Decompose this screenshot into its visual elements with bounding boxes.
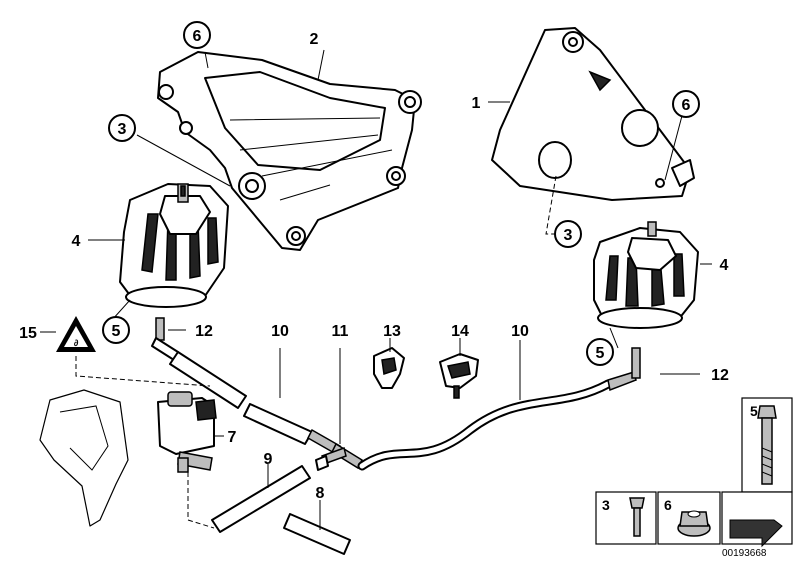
label-13: 13 (383, 323, 401, 340)
image-code: 00193668 (722, 548, 767, 559)
warning-triangle-15: ∂ (56, 316, 96, 352)
label-9: 9 (264, 451, 273, 468)
hose-9 (211, 465, 311, 533)
callout-6b: 6 (682, 97, 691, 114)
clip-14 (439, 353, 479, 399)
callout-6-circle (183, 21, 211, 49)
arrow-icon (729, 519, 783, 548)
hose-10-right (357, 379, 613, 471)
callout-6a: 6 (193, 28, 202, 45)
legend-nut-label: 6 (664, 497, 672, 513)
callout-5a: 5 (112, 323, 121, 340)
solenoid-valve-7 (157, 391, 217, 473)
connector-12-left (151, 317, 179, 361)
callout-3-circle (108, 114, 136, 142)
t-connector-11 (307, 428, 363, 471)
callout-5-circle (102, 316, 130, 344)
legend-bolt-box: 5 (741, 397, 793, 493)
callout-5-circle-right (586, 338, 614, 366)
label-2: 2 (310, 31, 319, 48)
connector-12-right (607, 347, 641, 392)
label-15: 15 (19, 325, 37, 342)
label-10-left: 10 (271, 323, 289, 340)
hose-10-left (169, 351, 313, 445)
triangular-bracket (491, 27, 695, 201)
leader-lines (40, 49, 712, 530)
clip-13 (373, 347, 405, 389)
label-12-right: 12 (711, 367, 729, 384)
heat-shield (39, 389, 129, 527)
label-10-right: 10 (511, 323, 529, 340)
callout-3-circle-right (554, 220, 582, 248)
label-4-right: 4 (720, 257, 729, 274)
legend-nut-box: 6 (657, 491, 721, 545)
engine-carrier-bracket (157, 51, 422, 251)
callout-3b: 3 (564, 227, 573, 244)
legend-bolt-label: 5 (750, 403, 758, 419)
legend-screw-label: 3 (602, 497, 610, 513)
label-1: 1 (472, 95, 481, 112)
warning-glyph: ∂ (74, 338, 79, 348)
legend-arrow-box (721, 491, 793, 548)
screw-icon (629, 497, 645, 537)
label-8: 8 (316, 485, 325, 502)
hose-8 (283, 513, 351, 555)
callout-5b: 5 (596, 345, 605, 362)
label-11: 11 (332, 323, 349, 340)
label-14: 14 (451, 323, 469, 340)
flange-nut-icon (677, 510, 711, 537)
engine-mount-left (119, 183, 229, 308)
engine-mount-right (593, 221, 699, 329)
legend-screw-box: 3 (595, 491, 657, 545)
callout-3a: 3 (118, 121, 127, 138)
bolt-icon (757, 405, 777, 485)
callout-6-circle-right (672, 90, 700, 118)
label-4-left: 4 (72, 233, 81, 250)
label-7: 7 (228, 429, 237, 446)
label-12-left: 12 (195, 323, 213, 340)
